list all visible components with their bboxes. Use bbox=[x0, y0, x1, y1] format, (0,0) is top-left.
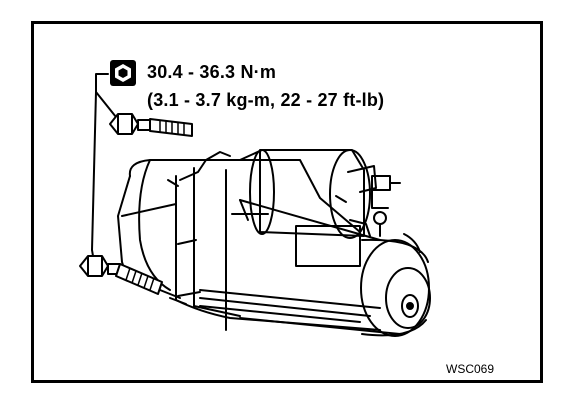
motor-body bbox=[117, 159, 401, 335]
mounting-flange bbox=[167, 151, 231, 305]
figure-code: WSC069 bbox=[446, 362, 495, 376]
hex-bolt-torque-icon bbox=[110, 60, 136, 86]
torque-value-metric: 30.4 - 36.3 N·m bbox=[147, 62, 277, 82]
upper-bolt bbox=[109, 113, 193, 137]
end-cover bbox=[360, 233, 431, 337]
solenoid bbox=[231, 149, 377, 239]
lower-bolt bbox=[79, 255, 163, 295]
leader-lines bbox=[91, 73, 121, 263]
torque-value-imperial: (3.1 - 3.7 kg-m, 22 - 27 ft-lb) bbox=[147, 90, 385, 110]
terminal-studs bbox=[371, 175, 401, 237]
